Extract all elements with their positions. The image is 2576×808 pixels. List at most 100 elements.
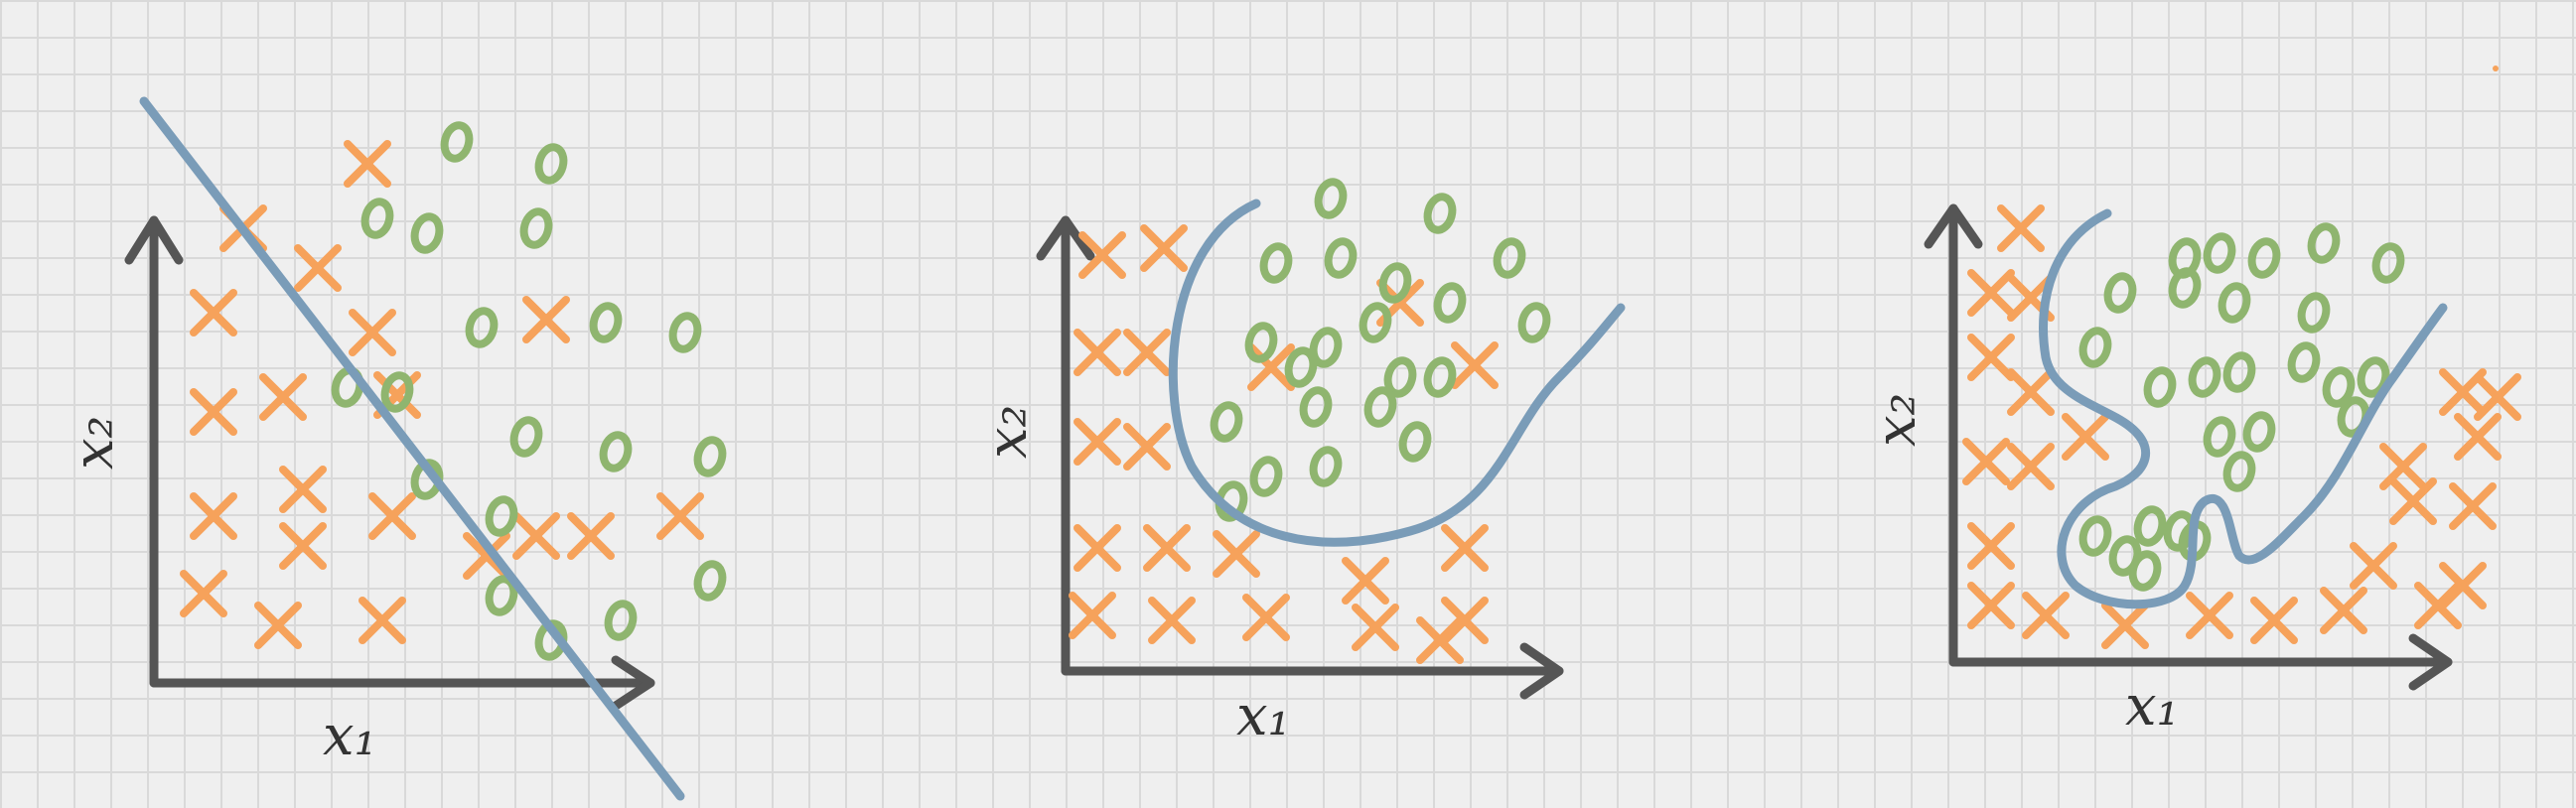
cross-marker	[259, 373, 307, 421]
circle-marker	[693, 560, 727, 602]
circle-marker	[380, 371, 414, 413]
circle-marker	[2128, 550, 2162, 592]
cross-marker	[1073, 329, 1121, 376]
circle-marker	[2078, 515, 2112, 557]
circle-marker	[1284, 346, 1318, 388]
cross-marker	[2007, 443, 2055, 490]
cross-marker	[1069, 592, 1116, 639]
circle-marker	[599, 431, 633, 472]
cross-marker	[2449, 482, 2497, 530]
cross-marker	[1242, 594, 1290, 641]
circle-marker	[2371, 242, 2405, 284]
cross-marker	[1123, 329, 1171, 376]
x-axis-arrowhead	[2408, 633, 2453, 691]
cross-marker	[1352, 604, 1399, 651]
circle-marker	[1324, 237, 1358, 279]
cross-marker	[1441, 524, 1489, 572]
circle-marker	[1423, 193, 1457, 234]
cross-marker	[358, 597, 406, 644]
y-axis-label: x₂	[1864, 393, 1929, 447]
cross-marker	[1073, 418, 1121, 466]
panel-curved-axes	[1036, 215, 1564, 700]
y-axis-label: x₂	[975, 405, 1040, 459]
cross-marker	[2022, 592, 2070, 639]
circle-marker	[485, 575, 518, 616]
x-axis-label: x₁	[1236, 684, 1290, 748]
panel-curved: x₁ x₂	[975, 178, 1626, 748]
circle-marker	[1383, 356, 1417, 398]
circle-marker	[1299, 386, 1333, 428]
circle-marker	[519, 207, 553, 249]
decision-boundary-curve	[1168, 199, 1626, 547]
circle-marker	[485, 495, 518, 537]
cross-marker	[368, 492, 416, 540]
circle-marker	[1493, 237, 1526, 279]
cross-marker	[2474, 373, 2521, 421]
x-axis-arrowhead	[611, 655, 655, 711]
circle-marker	[410, 212, 444, 254]
circle-marker	[2222, 451, 2256, 492]
circle-marker	[1517, 302, 1551, 343]
circle-marker	[1244, 322, 1278, 363]
cross-marker	[1967, 334, 2015, 381]
circle-marker	[1398, 421, 1432, 463]
cross-marker	[1123, 423, 1171, 471]
cross-marker	[2389, 477, 2437, 525]
circle-marker	[2322, 366, 2356, 408]
cross-marker	[279, 466, 327, 513]
circle-marker	[440, 121, 474, 163]
panel-wiggly-circles	[2078, 222, 2405, 592]
cross-marker	[512, 512, 560, 560]
circle-marker	[1249, 456, 1283, 497]
circle-marker	[2203, 416, 2236, 458]
cross-marker	[2062, 413, 2109, 461]
panel-curved-circles	[1210, 178, 1551, 522]
x-axis-arrowhead	[1519, 642, 1564, 700]
cross-marker	[2186, 592, 2233, 639]
circle-marker	[465, 307, 499, 348]
y-axis-arrowhead	[1036, 215, 1095, 261]
panel-wiggly-axes	[1924, 203, 2453, 691]
panel-linear-axes	[124, 215, 655, 711]
circle-marker	[2203, 232, 2236, 274]
cross-marker	[2250, 597, 2298, 644]
circle-marker	[1259, 242, 1293, 284]
panel-wiggly: x₁ x₂	[1864, 203, 2521, 739]
cross-marker	[190, 388, 237, 436]
decision-boundary-line	[139, 96, 685, 801]
circle-marker	[668, 312, 702, 353]
circle-marker	[693, 436, 727, 477]
cross-marker	[567, 512, 615, 560]
cross-marker	[1416, 616, 1464, 664]
cross-marker	[1247, 343, 1295, 391]
circle-marker	[1433, 282, 1467, 324]
cross-marker	[1451, 341, 1499, 389]
circle-marker	[2222, 351, 2256, 393]
circle-marker	[2242, 411, 2276, 453]
circle-marker	[2133, 505, 2167, 547]
y-axis-arrowhead	[124, 215, 184, 265]
cross-marker	[2454, 413, 2502, 461]
cross-marker	[656, 492, 704, 540]
y-axis-arrowhead	[1924, 203, 1983, 249]
cross-marker	[1967, 582, 2015, 629]
cross-marker	[2007, 368, 2055, 416]
circle-marker	[589, 302, 623, 343]
y-axis-label: x₂	[62, 416, 126, 470]
circle-marker	[2297, 292, 2331, 334]
circle-marker	[509, 416, 543, 458]
circle-marker	[2247, 237, 2281, 279]
circle-marker	[534, 143, 568, 185]
cross-marker	[1143, 524, 1191, 572]
circle-marker	[2168, 267, 2202, 309]
circle-marker	[604, 600, 638, 641]
cross-marker	[190, 289, 237, 337]
cross-marker	[190, 492, 237, 540]
cross-marker	[1140, 224, 1188, 272]
cross-marker	[180, 570, 227, 617]
cross-marker	[2101, 602, 2149, 649]
cross-marker	[1073, 524, 1121, 572]
circle-marker	[1309, 446, 1343, 487]
cross-marker	[1342, 557, 1389, 605]
